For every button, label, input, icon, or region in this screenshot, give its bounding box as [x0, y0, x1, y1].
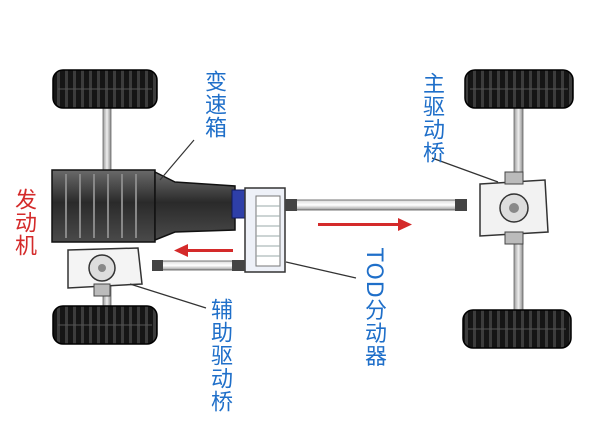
rear-shaft-joint-right — [455, 199, 467, 211]
transmission-label: 变速箱 — [201, 70, 226, 139]
tod-label: TOD分动器 — [361, 248, 386, 368]
front-shaft-joint-left — [152, 260, 163, 271]
transfer-case — [244, 187, 286, 273]
wheel-front-bottom — [52, 305, 158, 345]
wheel-rear-top — [464, 69, 574, 109]
front-propeller-shaft — [161, 260, 235, 271]
leader-aux-axle — [129, 283, 207, 309]
wheel-rear-bottom — [462, 309, 572, 349]
front-flow-arrow — [174, 244, 233, 257]
engine-label: 发动机 — [11, 188, 36, 257]
engine-block — [51, 169, 156, 243]
main-axle-label: 主驱动桥 — [419, 72, 444, 164]
rear-propeller-shaft — [295, 199, 457, 211]
aux-axle-label: 辅助驱动桥 — [207, 298, 232, 413]
leader-tod — [285, 261, 357, 279]
aux-differential — [67, 247, 143, 297]
transmission-body — [154, 170, 236, 242]
front-shaft-joint-right — [232, 260, 245, 271]
wheel-front-top — [52, 69, 158, 109]
leader-transmission — [159, 139, 195, 181]
leader-main-axle — [431, 157, 499, 183]
main-differential — [479, 171, 549, 245]
rear-flow-arrow — [318, 218, 412, 231]
rear-shaft-joint-left — [285, 199, 297, 211]
